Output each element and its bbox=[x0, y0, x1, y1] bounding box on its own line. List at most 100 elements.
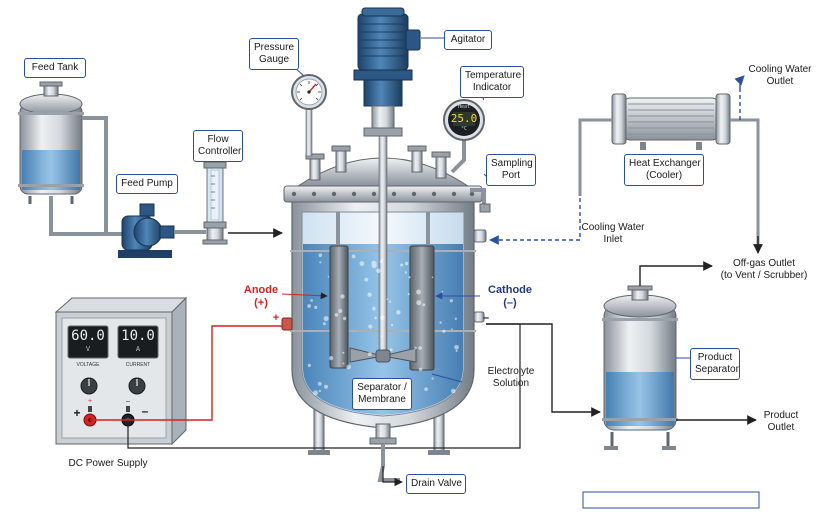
cathode-label: Cathode (–) bbox=[482, 284, 538, 310]
bubble bbox=[317, 381, 322, 386]
product-separator-label: Product Separator bbox=[690, 348, 740, 380]
bubble bbox=[342, 316, 347, 321]
bubble bbox=[351, 254, 356, 259]
pressure-gauge bbox=[291, 74, 327, 157]
bubble bbox=[367, 292, 372, 297]
anode-label-line2: (+) bbox=[254, 297, 268, 309]
bubble bbox=[313, 390, 318, 396]
bubble bbox=[455, 349, 458, 352]
bubble bbox=[340, 294, 345, 299]
product-separator-label-line2: Separator bbox=[695, 364, 739, 375]
cathode-terminal-sign: – bbox=[482, 312, 490, 324]
flow-controller-label-line2: Controller bbox=[198, 146, 242, 157]
bubble bbox=[422, 303, 426, 307]
product-separator-label-line1: Product bbox=[697, 352, 733, 363]
sampling-port bbox=[470, 188, 491, 213]
flow-controller bbox=[202, 161, 228, 245]
voltage-display: 60.0 bbox=[71, 328, 105, 344]
gas-bubbles bbox=[307, 253, 459, 400]
temperature-display-value: 25.0 bbox=[450, 112, 478, 125]
power-supply-plus-sign: + bbox=[73, 406, 81, 420]
bubble bbox=[318, 253, 323, 257]
sampling-port-label-line2: Port bbox=[501, 170, 521, 181]
flow-controller-label-line1: Flow bbox=[207, 134, 229, 145]
bubble bbox=[418, 367, 423, 372]
separator-membrane-label-line2: Membrane bbox=[358, 394, 406, 405]
current-display: 10.0 bbox=[121, 328, 155, 344]
current-unit: A bbox=[135, 345, 141, 353]
bubble bbox=[334, 313, 339, 317]
anode-electrode bbox=[329, 212, 349, 369]
bubble bbox=[404, 271, 408, 274]
bubble bbox=[364, 277, 369, 282]
current-caption: CURRENT bbox=[125, 362, 151, 368]
voltage-unit: V bbox=[85, 345, 91, 353]
product-outlet-label: Product Outlet bbox=[756, 410, 806, 434]
bubble bbox=[451, 328, 453, 331]
bubble bbox=[431, 276, 434, 279]
terminal-minus-mark: – bbox=[126, 398, 130, 405]
bubble bbox=[379, 260, 383, 263]
bubble bbox=[441, 290, 444, 293]
cooling-water-inlet-label-line2: Inlet bbox=[603, 234, 623, 245]
bubble bbox=[367, 352, 372, 357]
bubble bbox=[416, 300, 422, 306]
feed-pump bbox=[118, 203, 175, 258]
bubble bbox=[307, 363, 311, 367]
off-gas-outlet-label-line1: Off-gas Outlet bbox=[732, 258, 796, 269]
cathode-label-line1: Cathode bbox=[488, 284, 532, 296]
bubble bbox=[400, 263, 404, 267]
bubble bbox=[319, 261, 322, 264]
electrolyte-solution-label: Electrolyte Solution bbox=[480, 366, 542, 390]
feed-tank-label: Feed Tank bbox=[24, 58, 86, 78]
anode-wire bbox=[90, 325, 282, 421]
bubble bbox=[346, 364, 351, 370]
flow-controller-label: Flow Controller bbox=[193, 130, 243, 162]
bubble bbox=[368, 324, 373, 329]
cathode-label-line2: (–) bbox=[503, 297, 517, 309]
bubble bbox=[374, 316, 377, 320]
power-supply-minus-sign: – bbox=[141, 404, 149, 418]
bubble bbox=[380, 335, 383, 338]
bubble bbox=[359, 261, 365, 266]
product-separator bbox=[602, 285, 678, 450]
cooling-water-inlet-label: Cooling Water Inlet bbox=[580, 222, 646, 246]
bubble bbox=[338, 309, 343, 313]
bubble bbox=[431, 377, 434, 380]
bubble bbox=[323, 316, 329, 322]
temperature-display-unit: °C bbox=[460, 126, 468, 132]
heat-exchanger-label: Heat Exchanger (Cooler) bbox=[624, 154, 704, 186]
separator-membrane-label-line1: Separator / bbox=[357, 382, 407, 393]
temperature-indicator-label-line1: Temperature bbox=[465, 70, 522, 81]
heat-exchanger-label-line1: Heat Exchanger bbox=[629, 158, 701, 169]
bubble bbox=[451, 388, 456, 394]
off-gas-outlet-label-line2: (to Vent / Scrubber) bbox=[720, 270, 808, 281]
product-outlet-label-line2: Outlet bbox=[767, 422, 795, 433]
sampling-port-label-line1: Sampling bbox=[491, 158, 533, 169]
feed-tank bbox=[18, 81, 84, 204]
temperature-indicator-label-line2: Indicator bbox=[472, 82, 512, 93]
agitator-motor bbox=[353, 7, 421, 137]
cooling-water-outlet-label: Cooling Water Outlet bbox=[744, 64, 816, 88]
bubble bbox=[318, 389, 322, 393]
bubble bbox=[314, 305, 318, 309]
temperature-indicator-label: Temperature Indicator bbox=[460, 66, 524, 98]
product-outlet-label-line1: Product bbox=[763, 410, 799, 421]
temperature-indicator bbox=[443, 99, 485, 174]
bubble bbox=[454, 345, 459, 350]
bubble bbox=[408, 276, 411, 279]
bubble bbox=[404, 261, 409, 266]
bubble bbox=[371, 260, 377, 266]
bubble bbox=[376, 268, 381, 273]
bubble bbox=[380, 315, 385, 321]
bubble bbox=[389, 300, 392, 303]
bubble bbox=[386, 298, 389, 301]
drain-valve-label: Drain Valve bbox=[406, 474, 466, 494]
feed-pump-label: Feed Pump bbox=[116, 174, 178, 194]
bubble bbox=[342, 351, 345, 354]
bubble bbox=[391, 324, 394, 327]
cooling-water-outlet-label-line1: Cooling Water bbox=[748, 64, 812, 75]
anode-terminal-sign: + bbox=[272, 312, 280, 324]
terminal-plus-mark: + bbox=[87, 398, 93, 405]
